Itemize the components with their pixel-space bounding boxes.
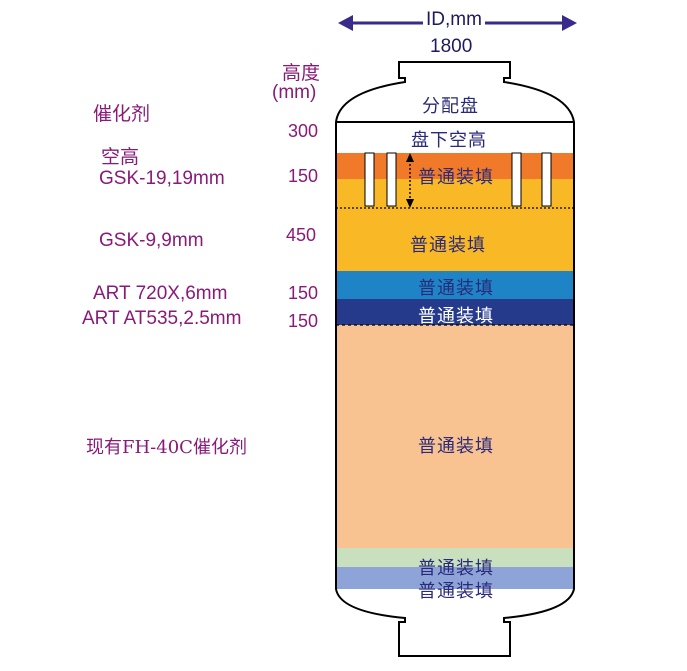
layer-name-gsk9: GSK-9,9mm bbox=[99, 230, 204, 251]
fill-label-gsk19: 普通装填 bbox=[418, 167, 494, 188]
layer-height-gsk9: 450 bbox=[286, 225, 317, 245]
layer-name-gsk19: GSK-19,19mm bbox=[99, 168, 225, 189]
layer-name-empty: 空高 bbox=[101, 147, 140, 168]
distributor-label: 分配盘 bbox=[422, 96, 479, 117]
empty-space-band bbox=[336, 122, 574, 153]
fill-label-art-at535: 普通装填 bbox=[418, 306, 494, 327]
bottom-band-1 bbox=[336, 548, 574, 567]
layer-height-art-at535: 150 bbox=[288, 311, 319, 331]
diameter-label: ID,mm bbox=[423, 9, 485, 31]
catalyst-header: 催化剂 bbox=[93, 104, 151, 125]
fill-label-art720x: 普通装填 bbox=[418, 278, 494, 299]
art720x-band bbox=[336, 271, 574, 299]
gsk9-band bbox=[336, 208, 574, 271]
layer-height-art720x: 150 bbox=[288, 283, 319, 303]
height-header-line2: (mm) bbox=[272, 82, 317, 103]
distributor-pipe bbox=[511, 152, 522, 207]
fill-label-fh40c: 普通装填 bbox=[418, 436, 494, 457]
fill-label-gsk9: 普通装填 bbox=[410, 235, 486, 256]
distributor-pipe bbox=[541, 152, 552, 207]
pipe-length-arrowhead-up bbox=[406, 153, 414, 162]
gsk19-band-top bbox=[336, 153, 574, 179]
diameter-arrowhead-right bbox=[562, 15, 577, 31]
gsk19-band-bottom bbox=[336, 179, 574, 208]
layer-height-empty: 300 bbox=[288, 121, 319, 141]
layer-name-fh40c: 现有FH-40C催化剂 bbox=[86, 437, 247, 458]
height-header-line1: 高度 bbox=[282, 63, 321, 84]
fill-label-empty: 盘下空高 bbox=[411, 130, 487, 151]
vessel-outline bbox=[335, 61, 575, 657]
distributor-pipe bbox=[386, 152, 397, 207]
diameter-value: 1800 bbox=[430, 36, 473, 57]
fill-label-bottom-2: 普通装填 bbox=[418, 581, 494, 602]
distributor-pipe bbox=[364, 152, 375, 207]
fh40c-band bbox=[336, 325, 574, 548]
layer-name-art-at535: ART AT535,2.5mm bbox=[82, 308, 242, 329]
layer-height-gsk19: 150 bbox=[288, 166, 319, 186]
diameter-arrowhead-left bbox=[338, 15, 353, 31]
art-at535-band bbox=[336, 299, 574, 325]
layer-name-art720x: ART 720X,6mm bbox=[93, 283, 228, 304]
pipe-length-arrowhead-down bbox=[406, 199, 414, 208]
fill-label-bottom-1: 普通装填 bbox=[418, 558, 494, 579]
bottom-band-2 bbox=[336, 567, 574, 589]
